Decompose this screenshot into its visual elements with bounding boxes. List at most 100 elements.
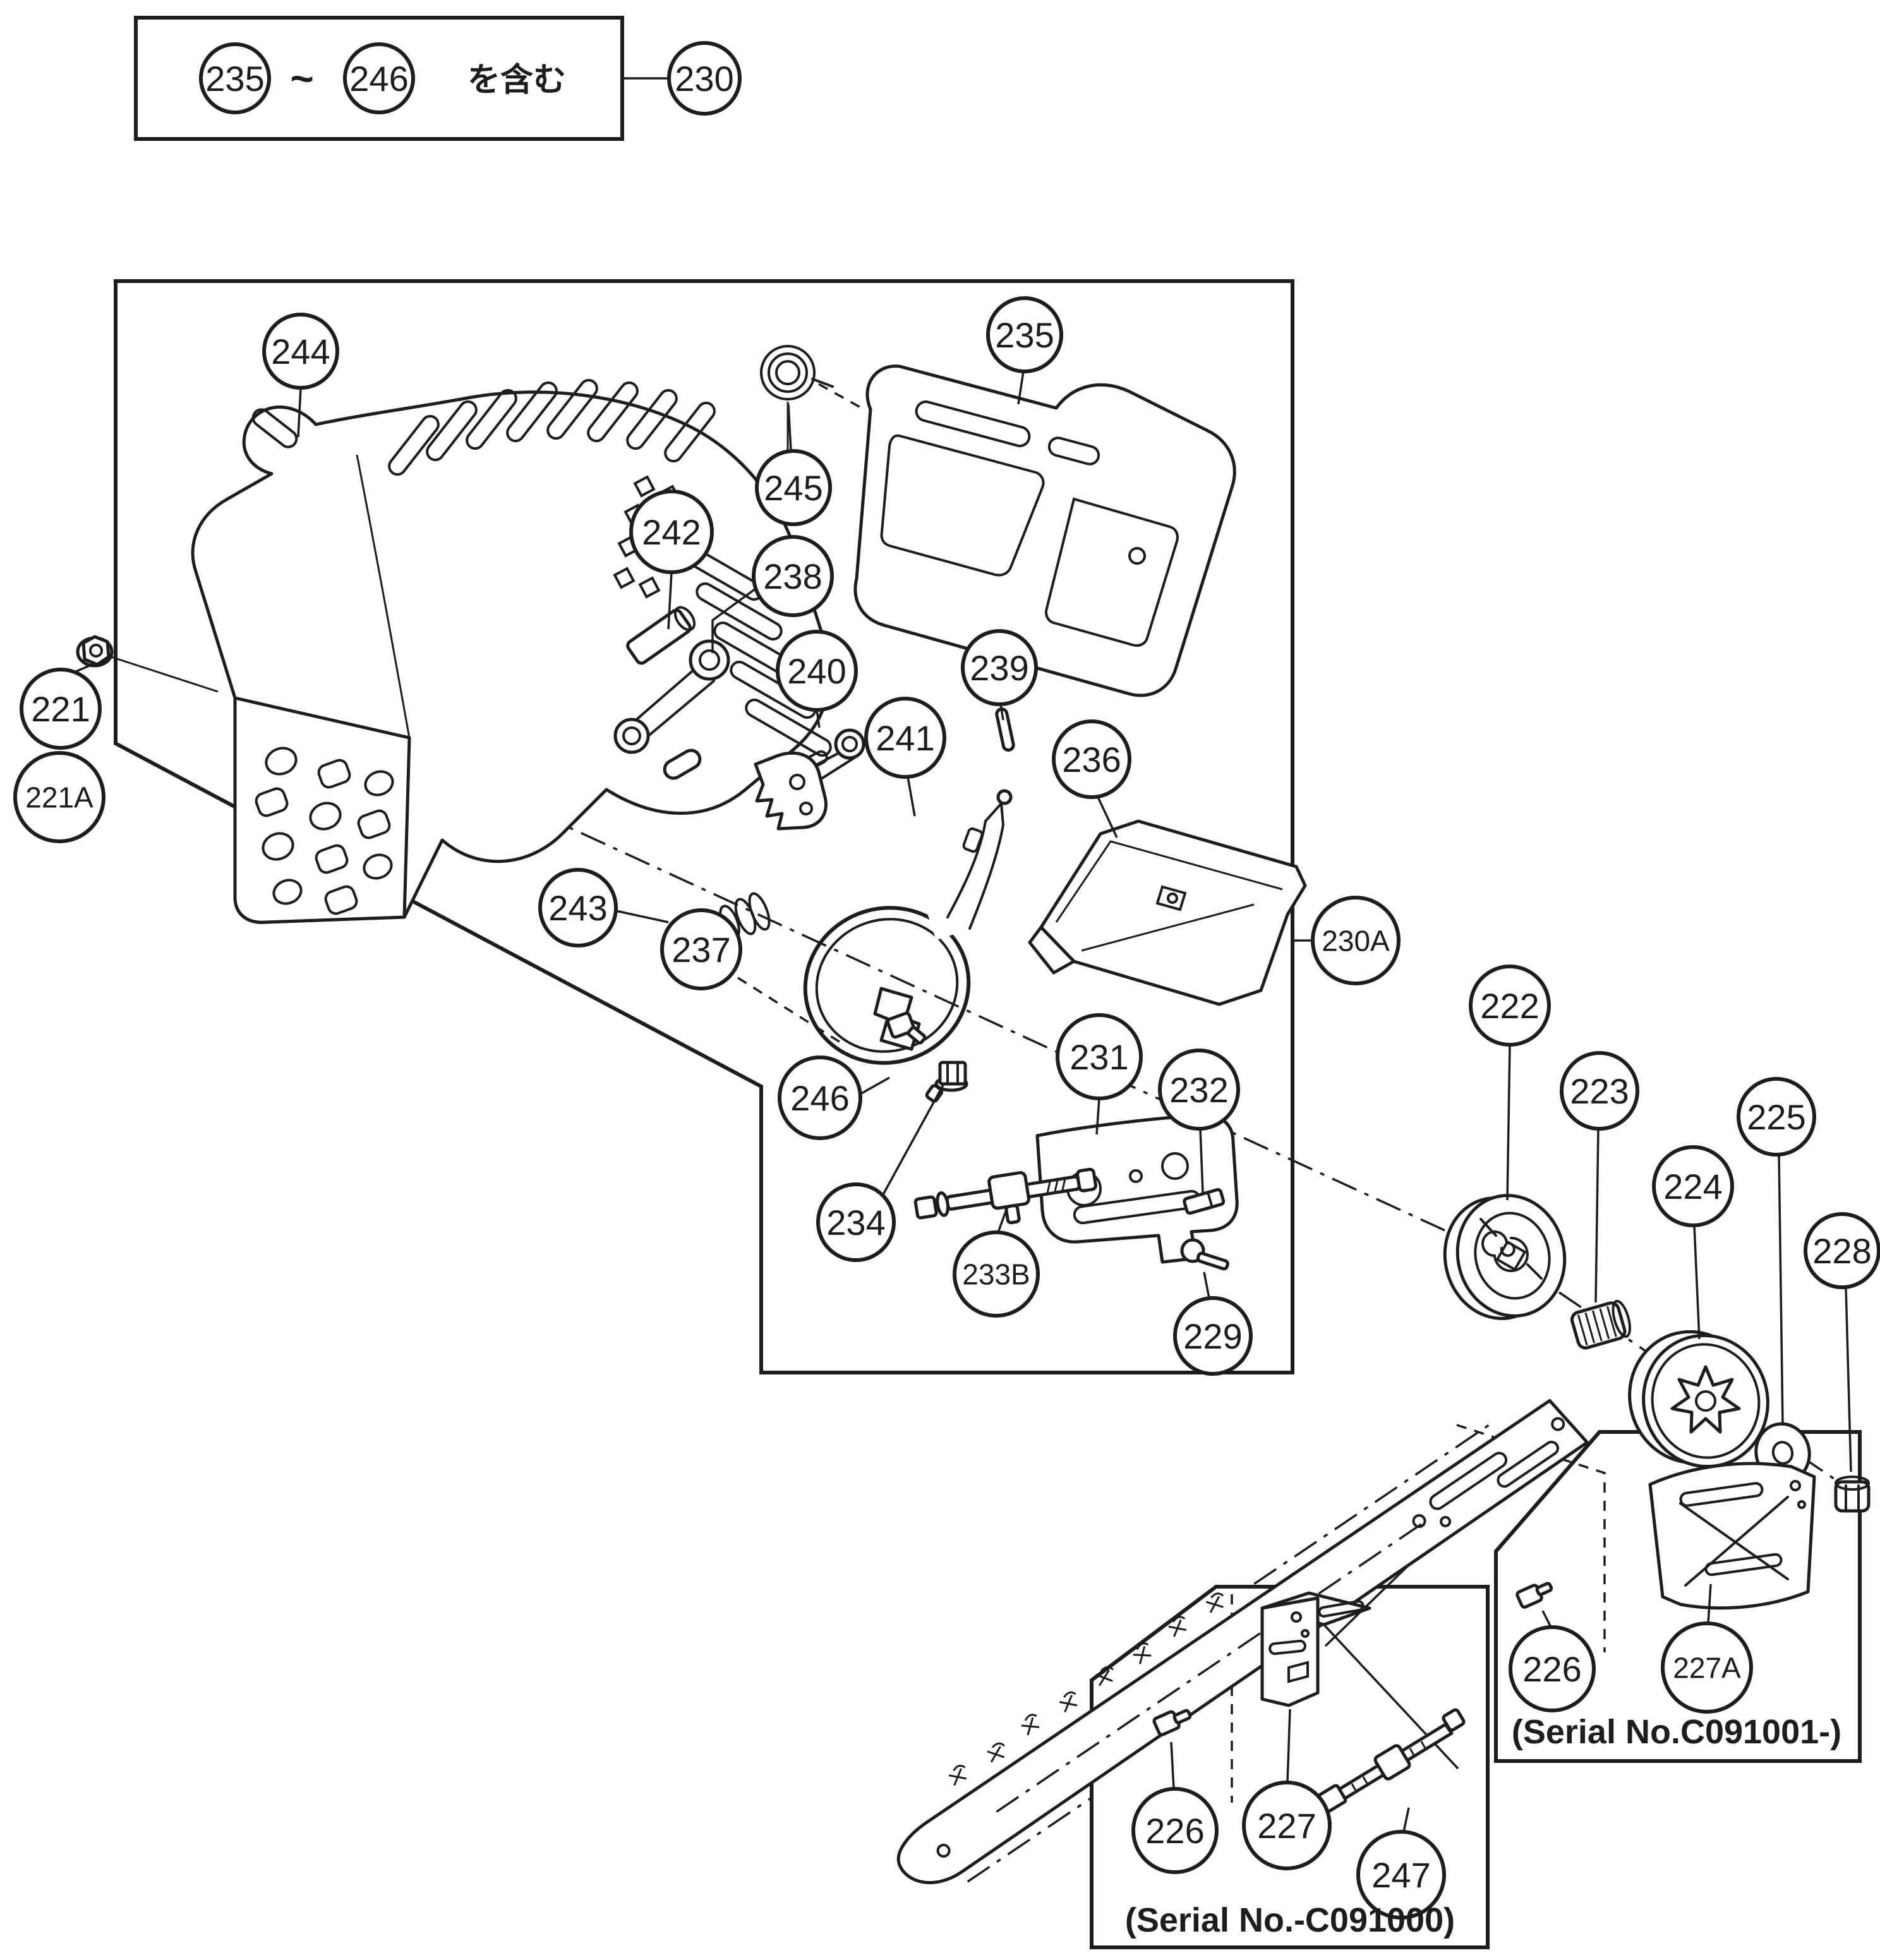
cooling-fin-slots	[388, 378, 716, 476]
callout-label-245: 245	[764, 468, 822, 508]
leader-line-236	[1097, 797, 1118, 838]
band-strap-part	[946, 802, 1003, 918]
callout-235-6: 235	[986, 296, 1063, 405]
callout-label-239: 239	[970, 648, 1028, 688]
serial-label-new: (Serial No.C091001-)	[1512, 1713, 1841, 1751]
leader-line-223	[1594, 1128, 1600, 1303]
bar-to-newbox-dash	[1456, 1424, 1606, 1652]
bolt-226-part-new	[1515, 1582, 1553, 1609]
callout-label-229: 229	[1183, 1316, 1242, 1356]
callout-circle-246	[343, 42, 415, 114]
callout-label-246: 246	[349, 59, 408, 99]
callout-label-240: 240	[787, 651, 846, 691]
callout-circle-228	[1804, 1212, 1880, 1289]
leader-line-247	[1402, 1807, 1410, 1832]
callout-label-234: 234	[826, 1203, 885, 1242]
callout-circle-237	[660, 908, 742, 990]
callout-circle-247	[1356, 1830, 1446, 1920]
chain-catcher-231-part	[1035, 1114, 1239, 1264]
callout-circle-230a	[1311, 896, 1401, 985]
callout-label-230: 230	[675, 59, 733, 99]
callout-label-226: 226	[1145, 1811, 1204, 1851]
spring-hidden-line	[818, 383, 862, 409]
callout-240-8: 240	[776, 630, 858, 728]
leader-line-241	[907, 776, 916, 817]
leader-line-235	[1017, 371, 1025, 405]
callout-242-4: 242	[629, 490, 714, 630]
callout-247-32: 247	[1356, 1807, 1446, 1920]
callout-circle-235	[986, 296, 1063, 373]
callout-225-26: 225	[1737, 1077, 1816, 1426]
callout-circle-230	[667, 41, 742, 116]
callout-243-14: 243	[538, 868, 669, 947]
callout-circle-233b	[953, 1230, 1040, 1318]
callout-224-25: 224	[1652, 1145, 1734, 1340]
callout-232-18: 232	[1158, 1049, 1240, 1193]
callout-222-23: 222	[1469, 965, 1551, 1201]
callout-label-246: 246	[790, 1078, 849, 1118]
callout-label-223: 223	[1570, 1071, 1629, 1111]
callout-226-28: 226	[1509, 1610, 1596, 1712]
callout-circle-244	[262, 313, 339, 390]
callout-230-2: 230	[622, 41, 742, 116]
callout-221-12: 221	[20, 663, 102, 750]
callout-229-21: 229	[1173, 1272, 1253, 1376]
tension-screw-247-part	[1317, 1708, 1466, 1813]
callout-circle-236	[1052, 719, 1131, 799]
leader-line-242	[667, 572, 673, 630]
callout-label-227: 227	[1257, 1806, 1316, 1846]
callout-circle-241	[864, 697, 946, 779]
callout-circle-232	[1158, 1049, 1240, 1131]
callout-circle-227a	[1661, 1621, 1753, 1714]
frames	[114, 16, 1862, 1949]
callout-228-27: 228	[1804, 1212, 1880, 1472]
callout-label-227a: 227A	[1673, 1652, 1741, 1685]
callout-227a-29: 227A	[1661, 1584, 1753, 1714]
callout-circle-239	[961, 629, 1038, 706]
callout-circle-226	[1509, 1625, 1596, 1712]
oldbox-cross-leader	[1319, 1620, 1459, 1770]
callout-circle-223	[1560, 1051, 1639, 1131]
callout-label-237: 237	[672, 930, 730, 970]
leader-line-226	[1541, 1610, 1552, 1628]
callout-label-235: 235	[205, 59, 264, 99]
callout-circle-246	[778, 1055, 862, 1140]
flange-nut-221-part	[76, 635, 114, 668]
callout-label-232: 232	[1169, 1070, 1228, 1110]
bolt-246-part	[873, 987, 927, 1051]
callout-label-221: 221	[31, 689, 90, 729]
housing-rib-line	[356, 454, 411, 738]
callout-circle-234	[816, 1182, 896, 1262]
callout-label-224: 224	[1663, 1167, 1722, 1206]
callout-circle-235	[199, 42, 271, 114]
brake-bolt-dash	[737, 977, 841, 1043]
callout-circle-243	[538, 868, 618, 947]
leader-line-239	[999, 704, 1004, 721]
nut-stud-line	[111, 656, 219, 693]
callout-circle-226	[1131, 1787, 1219, 1874]
leader-line-227a	[1707, 1584, 1712, 1624]
bar-plate-227-part	[1260, 1591, 1371, 1707]
leader-line-233b	[997, 1211, 1007, 1233]
bolt-226-part-old	[1152, 1709, 1192, 1736]
callout-circle-222	[1469, 965, 1551, 1047]
callout-245-5: 245	[755, 404, 832, 526]
callout-label-225: 225	[1747, 1097, 1805, 1137]
callout-label-231: 231	[1070, 1037, 1128, 1077]
serial-label-old: (Serial No.-C091000)	[1125, 1901, 1455, 1939]
callout-label-242: 242	[642, 512, 701, 552]
recoil-spring-245-part	[760, 345, 834, 450]
callout-label-247: 247	[1371, 1855, 1430, 1895]
engine-housing-drawing	[191, 378, 832, 924]
callout-circle-221	[20, 668, 102, 750]
callout-226-30: 226	[1131, 1741, 1219, 1874]
starter-grip-slot	[251, 408, 298, 448]
pin-242-part	[626, 606, 696, 665]
callout-223-24: 223	[1560, 1051, 1639, 1303]
callout-label-241: 241	[876, 718, 934, 758]
callout-label-236: 236	[1062, 740, 1121, 779]
side-plate-227a-part	[1648, 1462, 1816, 1610]
rear-handle-235-part	[853, 364, 1236, 697]
callout-label-233b: 233B	[962, 1258, 1030, 1291]
